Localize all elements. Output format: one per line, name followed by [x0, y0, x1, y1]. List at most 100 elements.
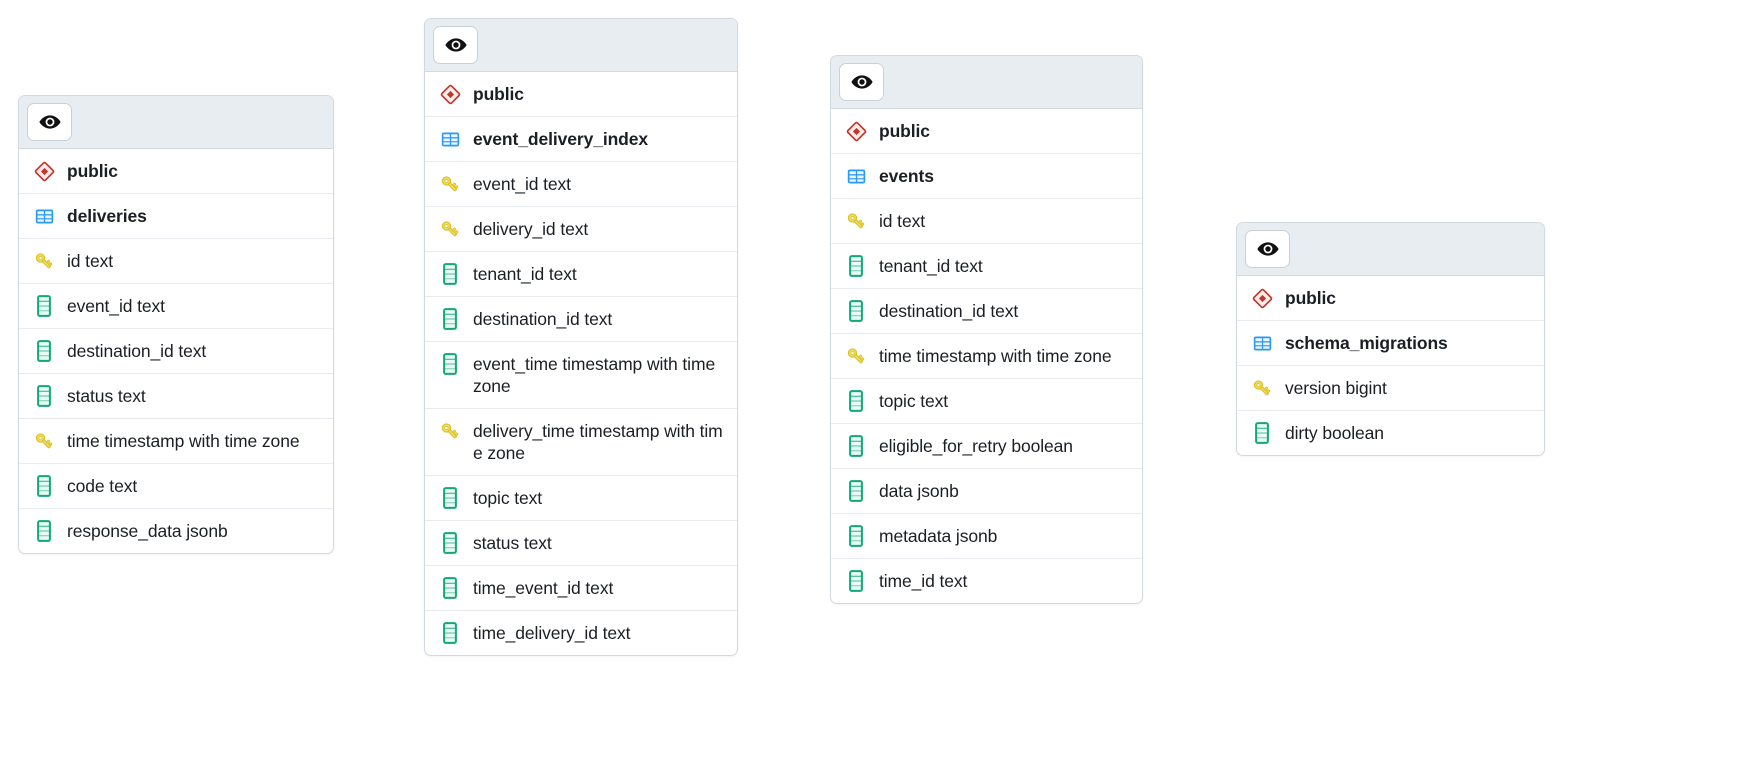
column-row[interactable]: tenant_id text: [425, 252, 737, 297]
schema-row[interactable]: public: [831, 109, 1142, 154]
column-icon: [33, 329, 55, 373]
column-row[interactable]: event_time timestamp with time zone: [425, 342, 737, 409]
eye-icon[interactable]: [1245, 230, 1290, 268]
column-label: data jsonb: [879, 481, 959, 501]
column-icon: [845, 244, 867, 288]
column-row[interactable]: eligible_for_retry boolean: [831, 424, 1142, 469]
column-row[interactable]: destination_id text: [425, 297, 737, 342]
column-row[interactable]: time timestamp with time zone: [831, 334, 1142, 379]
column-label: time timestamp with time zone: [879, 346, 1112, 366]
column-icon: [845, 559, 867, 603]
column-row[interactable]: destination_id text: [19, 329, 333, 374]
column-label: tenant_id text: [879, 256, 983, 276]
column-label: metadata jsonb: [879, 526, 998, 546]
table-grid-icon: [845, 154, 867, 198]
table-card-header: [1237, 223, 1544, 276]
column-icon: [33, 464, 55, 508]
schema-name: public: [473, 84, 524, 104]
column-row[interactable]: event_id text: [425, 162, 737, 207]
column-icon: [845, 379, 867, 423]
eye-icon[interactable]: [433, 26, 478, 64]
column-icon: [439, 252, 461, 296]
column-row[interactable]: time_id text: [831, 559, 1142, 603]
column-label: event_id text: [67, 296, 165, 316]
schema-name: public: [1285, 288, 1336, 308]
column-icon: [439, 342, 461, 386]
schema-row[interactable]: public: [425, 72, 737, 117]
schema-name: public: [67, 161, 118, 181]
column-label: status text: [67, 386, 146, 406]
column-row[interactable]: tenant_id text: [831, 244, 1142, 289]
table-name-row[interactable]: deliveries: [19, 194, 333, 239]
column-label: destination_id text: [67, 341, 207, 361]
column-label: response_data jsonb: [67, 521, 228, 541]
column-label: version bigint: [1285, 378, 1387, 398]
column-label: id text: [67, 251, 113, 271]
column-label: status text: [473, 533, 552, 553]
table-card-header: [425, 19, 737, 72]
column-row[interactable]: id text: [19, 239, 333, 284]
table-name: deliveries: [67, 206, 147, 226]
column-icon: [33, 374, 55, 418]
schema-name: public: [879, 121, 930, 141]
schema-diamond-icon: [439, 72, 461, 116]
eye-icon[interactable]: [27, 103, 72, 141]
column-label: destination_id text: [879, 301, 1019, 321]
primary-key-icon: [439, 207, 461, 251]
column-row[interactable]: destination_id text: [831, 289, 1142, 334]
column-row[interactable]: metadata jsonb: [831, 514, 1142, 559]
primary-key-icon: [1251, 366, 1273, 410]
column-row[interactable]: delivery_id text: [425, 207, 737, 252]
primary-key-icon: [33, 239, 55, 283]
column-label: eligible_for_retry boolean: [879, 436, 1073, 456]
primary-key-icon: [33, 419, 55, 463]
table-grid-icon: [33, 194, 55, 238]
column-icon: [845, 514, 867, 558]
column-label: time timestamp with time zone: [67, 431, 300, 451]
table-name-row[interactable]: events: [831, 154, 1142, 199]
column-row[interactable]: response_data jsonb: [19, 509, 333, 553]
column-row[interactable]: id text: [831, 199, 1142, 244]
column-row[interactable]: topic text: [425, 476, 737, 521]
table-grid-icon: [1251, 321, 1273, 365]
column-row[interactable]: event_id text: [19, 284, 333, 329]
eye-icon[interactable]: [839, 63, 884, 101]
primary-key-icon: [845, 334, 867, 378]
column-label: time_id text: [879, 571, 968, 591]
column-label: event_time timestamp with time zone: [473, 354, 716, 396]
column-label: time_delivery_id text: [473, 623, 631, 643]
column-row[interactable]: version bigint: [1237, 366, 1544, 411]
column-row[interactable]: time_delivery_id text: [425, 611, 737, 655]
column-icon: [845, 469, 867, 513]
column-row[interactable]: code text: [19, 464, 333, 509]
column-row[interactable]: topic text: [831, 379, 1142, 424]
column-row[interactable]: time_event_id text: [425, 566, 737, 611]
schema-row[interactable]: public: [19, 149, 333, 194]
column-row[interactable]: delivery_time timestamp with time zone: [425, 409, 737, 476]
column-icon: [33, 284, 55, 328]
schema-diamond-icon: [1251, 276, 1273, 320]
table-card-events[interactable]: public events id text tenant_id text destina…: [830, 55, 1143, 604]
column-row[interactable]: status text: [19, 374, 333, 419]
table-name-row[interactable]: schema_migrations: [1237, 321, 1544, 366]
column-row[interactable]: time timestamp with time zone: [19, 419, 333, 464]
table-card-deliveries[interactable]: public deliveries id text event_id text dest…: [18, 95, 334, 554]
column-row[interactable]: data jsonb: [831, 469, 1142, 514]
table-name: schema_migrations: [1285, 333, 1448, 353]
schema-row[interactable]: public: [1237, 276, 1544, 321]
primary-key-icon: [439, 162, 461, 206]
column-label: id text: [879, 211, 925, 231]
column-icon: [33, 509, 55, 553]
column-icon: [845, 289, 867, 333]
primary-key-icon: [845, 199, 867, 243]
column-label: dirty boolean: [1285, 423, 1384, 443]
column-row[interactable]: status text: [425, 521, 737, 566]
column-label: topic text: [473, 488, 543, 508]
column-icon: [439, 476, 461, 520]
column-row[interactable]: dirty boolean: [1237, 411, 1544, 455]
table-name-row[interactable]: event_delivery_index: [425, 117, 737, 162]
column-icon: [845, 424, 867, 468]
